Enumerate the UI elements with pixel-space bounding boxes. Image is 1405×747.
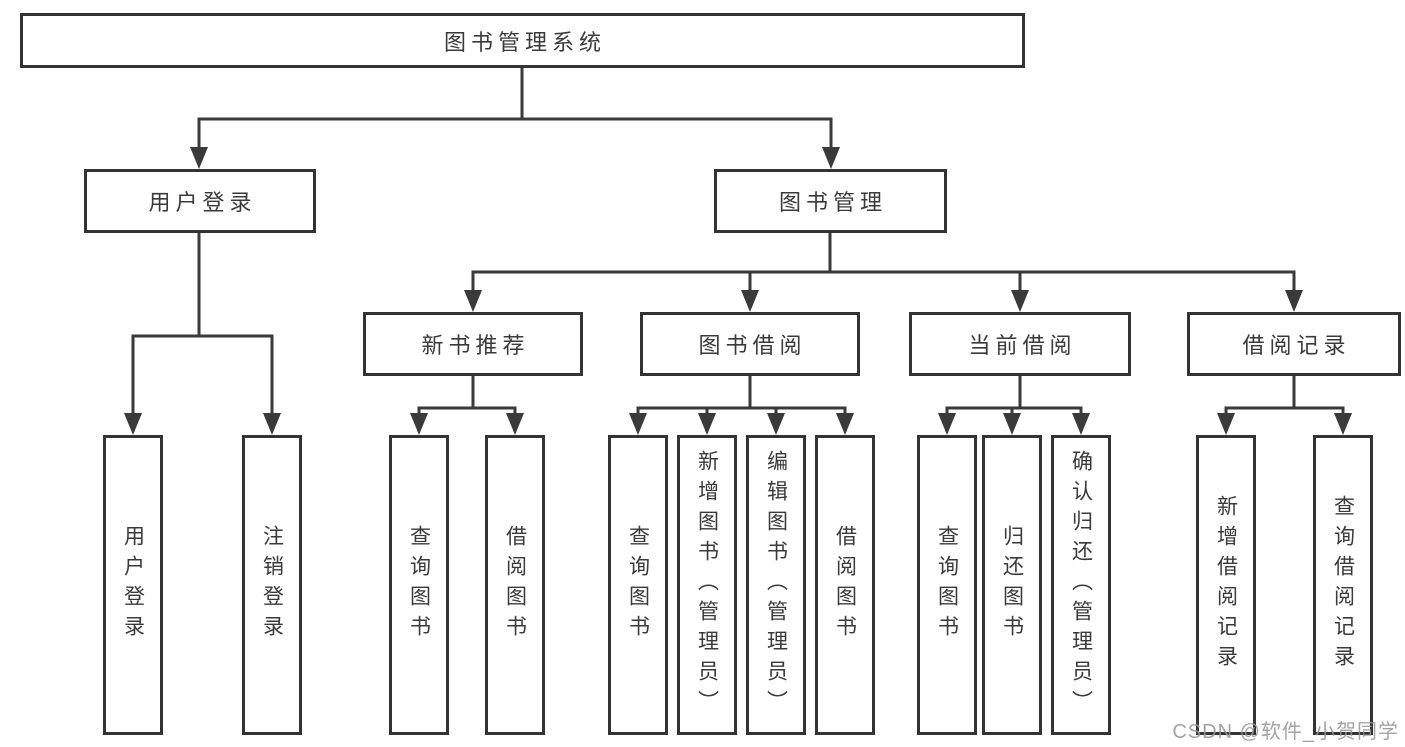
leaf-borrow-books: 借阅图书 [815, 435, 875, 735]
arrow-down-icon [938, 413, 956, 435]
leaf-logout: 注销登录 [242, 435, 302, 735]
edge-records-branch [1224, 406, 1345, 416]
leaf-add-book-admin: 新增图书（管理员） [677, 435, 737, 735]
arrow-down-icon [741, 290, 759, 312]
leaf-user-login: 用户登录 [103, 435, 163, 735]
node-root: 图书管理系统 [20, 13, 1025, 68]
node-label: 查询图书 [935, 525, 959, 645]
node-label: 当前借阅 [968, 333, 1077, 358]
node-label: 图书管理系统 [443, 29, 606, 55]
node-current-borrow: 当前借阅 [909, 312, 1131, 376]
arrow-down-icon [1285, 290, 1303, 312]
edge-bookmgmt-branch [471, 270, 1296, 294]
node-borrow-records: 借阅记录 [1187, 312, 1401, 376]
node-label: 注销登录 [260, 525, 284, 645]
node-label: 新增借阅记录 [1214, 495, 1238, 675]
node-book-management: 图书管理 [714, 169, 947, 233]
node-label: 确认归还（管理员） [1069, 450, 1093, 720]
arrow-down-icon [1072, 413, 1090, 435]
leaf-query-books-borrow: 查询图书 [608, 435, 668, 735]
node-label: 查询图书 [626, 525, 650, 645]
node-label: 新书推荐 [421, 333, 530, 358]
node-new-book-recommend: 新书推荐 [363, 312, 583, 376]
node-user-login: 用户登录 [84, 169, 316, 233]
node-label: 图书管理 [778, 190, 887, 215]
edge-currentborrow-branch [945, 406, 1083, 416]
node-book-borrow: 图书借阅 [640, 312, 860, 376]
leaf-query-books-current: 查询图书 [917, 435, 977, 735]
node-label: 查询图书 [407, 525, 431, 645]
edge-root-branch [197, 117, 833, 151]
leaf-borrow-books-recommend: 借阅图书 [485, 435, 545, 735]
node-label: 借阅图书 [833, 525, 857, 645]
node-label: 用户登录 [121, 525, 145, 645]
node-label: 归还图书 [1000, 525, 1024, 645]
node-label: 用户登录 [148, 190, 257, 215]
leaf-add-borrow-record: 新增借阅记录 [1196, 435, 1256, 735]
arrow-down-icon [836, 413, 854, 435]
arrow-down-icon [698, 413, 716, 435]
node-label: 查询借阅记录 [1331, 495, 1355, 675]
leaf-confirm-return-admin: 确认归还（管理员） [1051, 435, 1111, 735]
arrow-down-icon [822, 147, 840, 169]
leaf-query-books-recommend: 查询图书 [389, 435, 449, 735]
arrow-down-icon [263, 413, 281, 435]
arrow-down-icon [767, 413, 785, 435]
arrow-down-icon [1011, 290, 1029, 312]
arrow-down-icon [629, 413, 647, 435]
arrow-down-icon [124, 413, 142, 435]
edge-newbook-branch [417, 406, 517, 416]
arrow-down-icon [410, 413, 428, 435]
edge-userlogin-branch [131, 334, 274, 416]
arrow-down-icon [1334, 413, 1352, 435]
csdn-watermark: CSDN @软件_小贺同学 [1172, 721, 1399, 743]
arrow-down-icon [190, 147, 208, 169]
arrow-down-icon [464, 290, 482, 312]
connector-lines [131, 68, 1345, 416]
arrow-down-icon [506, 413, 524, 435]
leaf-edit-book-admin: 编辑图书（管理员） [746, 435, 806, 735]
leaf-query-borrow-record: 查询借阅记录 [1313, 435, 1373, 735]
node-label: 借阅图书 [503, 525, 527, 645]
node-label: 借阅记录 [1242, 333, 1351, 358]
arrow-down-icon [1217, 413, 1235, 435]
node-label: 新增图书（管理员） [695, 450, 719, 720]
node-label: 图书借阅 [698, 333, 807, 358]
connector-arrowheads [124, 147, 1352, 435]
arrow-down-icon [1003, 413, 1021, 435]
leaf-return-book: 归还图书 [982, 435, 1042, 735]
edge-bookborrow-branch [636, 406, 847, 416]
node-label: 编辑图书（管理员） [764, 450, 788, 720]
